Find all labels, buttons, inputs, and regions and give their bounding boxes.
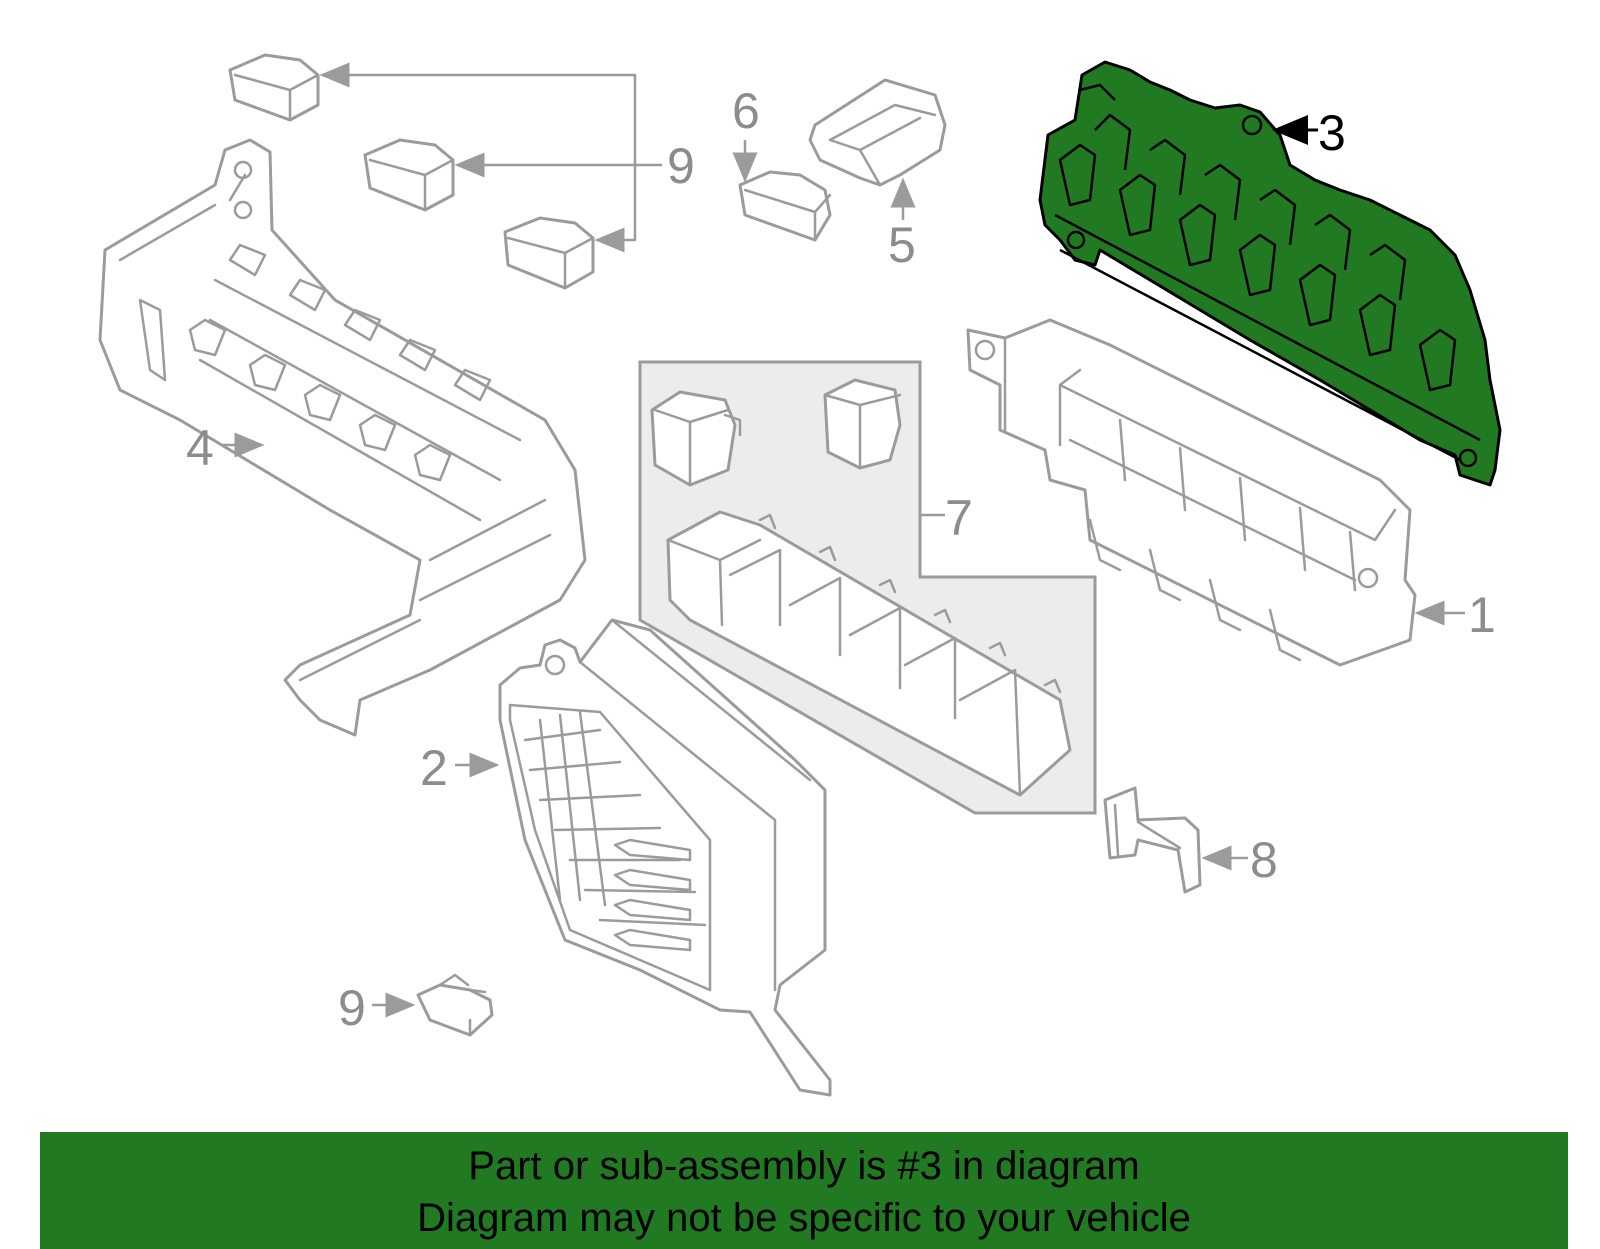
part-9-fuse-bottom[interactable]	[416, 973, 494, 1037]
callout-9-top: 9	[667, 138, 695, 194]
part-1-fuse-box[interactable]	[966, 318, 1417, 667]
callout-1: 1	[1468, 587, 1496, 643]
leader-9-top	[319, 62, 662, 253]
callout-4: 4	[186, 420, 214, 476]
info-banner: Part or sub-assembly is #3 in diagram Di…	[40, 1132, 1568, 1249]
callout-8: 8	[1250, 832, 1278, 888]
banner-line-2: Diagram may not be specific to your vehi…	[417, 1196, 1191, 1240]
part-6-fuse[interactable]	[738, 170, 832, 242]
callout-2: 2	[420, 740, 448, 796]
part-9-fuse-a[interactable]	[228, 53, 320, 122]
part-2-cover[interactable]	[498, 618, 832, 1097]
callout-5: 5	[888, 217, 916, 273]
part-8-clip[interactable]	[1103, 786, 1202, 894]
part-3-relay-bracket[interactable]	[1038, 60, 1502, 487]
part-9-fuse-b[interactable]	[363, 138, 455, 212]
banner-line-1: Part or sub-assembly is #3 in diagram	[468, 1144, 1140, 1188]
part-9-fuse-c[interactable]	[503, 216, 595, 290]
callout-6: 6	[732, 83, 760, 139]
callout-7: 7	[945, 490, 973, 546]
part-7-relay-kit[interactable]	[638, 360, 1097, 815]
callout-3: 3	[1318, 105, 1346, 161]
callout-9-bottom: 9	[338, 980, 366, 1036]
part-5-connector[interactable]	[808, 78, 947, 187]
part-4-carrier[interactable]	[98, 138, 587, 737]
